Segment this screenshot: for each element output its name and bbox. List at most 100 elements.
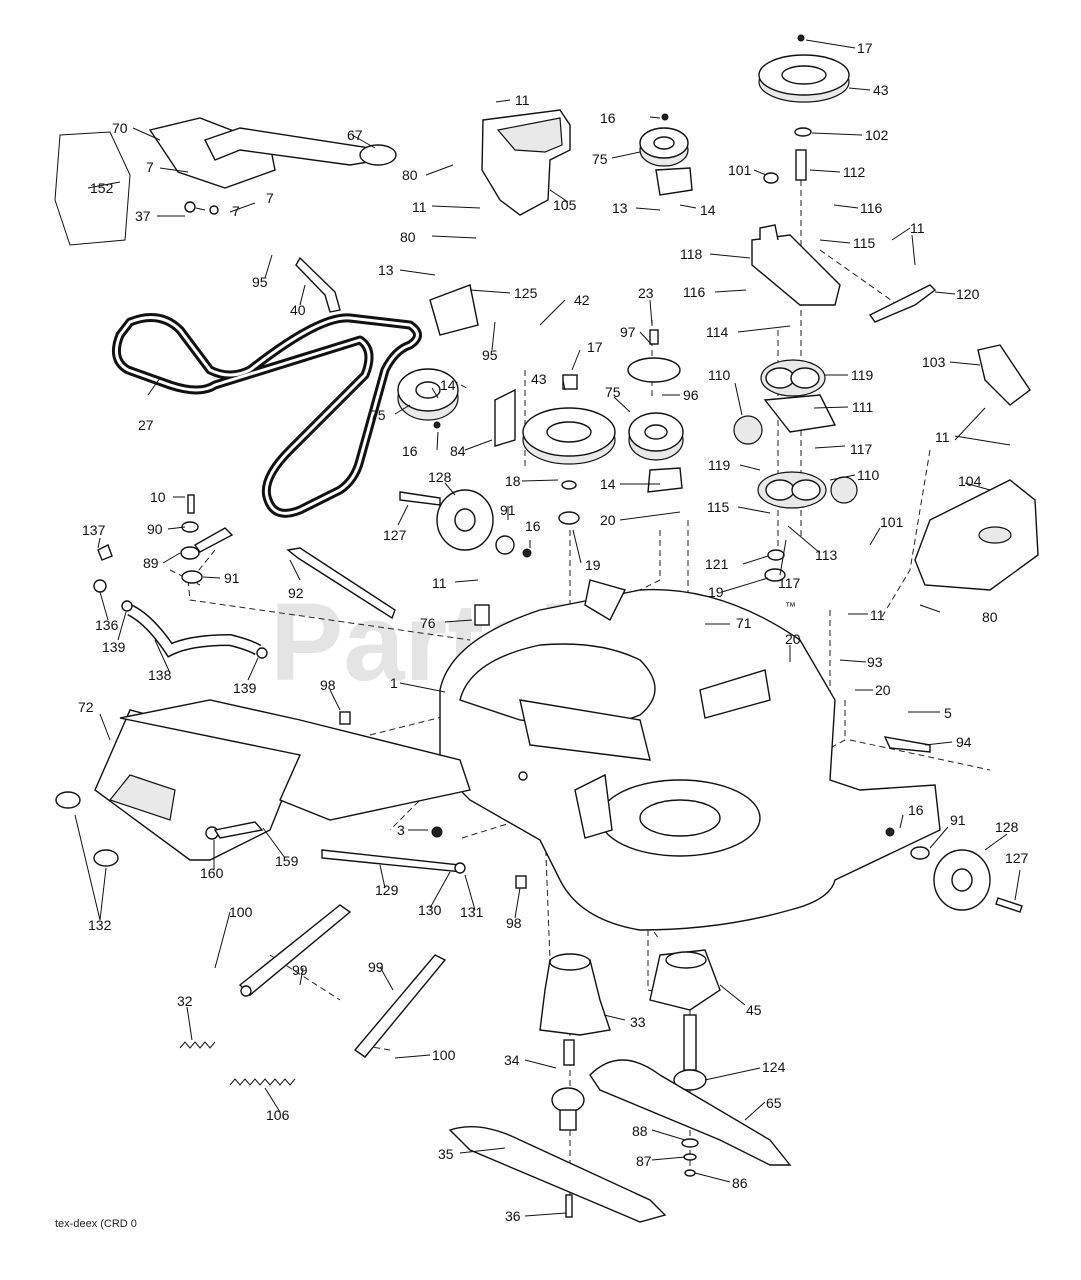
callout-95: 95: [482, 347, 498, 363]
callout-19: 19: [708, 584, 724, 600]
callout-36: 36: [505, 1208, 521, 1224]
callout-105: 105: [553, 197, 577, 213]
callout-89: 89: [143, 555, 159, 571]
callout-159: 159: [275, 853, 299, 869]
callout-71: 71: [736, 615, 752, 631]
rod-92: [286, 547, 396, 620]
bracket-125: [429, 284, 479, 336]
callout-121: 121: [705, 556, 729, 572]
callout-136: 136: [95, 617, 119, 633]
callout-115: 115: [853, 235, 876, 251]
callout-80: 80: [400, 229, 416, 245]
callout-33: 33: [630, 1014, 646, 1030]
blade-35: [448, 1125, 667, 1223]
callout-40: 40: [290, 302, 306, 318]
arm-99-lower: [353, 954, 447, 1058]
callout-106: 106: [266, 1107, 290, 1123]
callout-11: 11: [935, 429, 950, 445]
callout-14: 14: [440, 377, 456, 393]
idler-75-left: [397, 368, 459, 429]
callout-101: 101: [880, 514, 904, 530]
callout-139: 139: [233, 680, 257, 696]
callout-7: 7: [266, 190, 274, 206]
callout-42: 42: [574, 292, 590, 308]
callout-11: 11: [910, 220, 925, 236]
callout-116: 116: [860, 200, 883, 216]
callout-137: 137: [82, 522, 106, 538]
callout-90: 90: [147, 521, 163, 537]
callout-18: 18: [505, 473, 521, 489]
callout-11: 11: [515, 92, 530, 108]
callout-95: 95: [252, 274, 268, 290]
link-40: [295, 256, 341, 313]
callout-120: 120: [956, 286, 980, 302]
gauge-wheel-128-top: [399, 489, 532, 558]
bracket-94: [883, 736, 931, 753]
lift-arm-assembly: [54, 117, 397, 246]
callout-17: 17: [587, 339, 603, 355]
callout-1: 1: [390, 675, 398, 691]
callout-98: 98: [320, 677, 336, 693]
callout-43: 43: [873, 82, 889, 98]
callout-70: 70: [112, 120, 128, 136]
cover-104: [914, 479, 1039, 591]
arm-99-upper: [238, 904, 352, 996]
callout-87: 87: [636, 1153, 652, 1169]
parts: [54, 34, 1039, 1223]
callout-127: 127: [1005, 850, 1029, 866]
callout-72: 72: [78, 699, 94, 715]
callout-20: 20: [785, 631, 801, 647]
callout-16: 16: [525, 518, 541, 534]
callout-43: 43: [531, 371, 547, 387]
callout-75: 75: [370, 407, 386, 423]
callout-110: 110: [708, 367, 731, 383]
callout-37: 37: [135, 208, 151, 224]
callout-13: 13: [612, 200, 628, 216]
callout-129: 129: [375, 882, 399, 898]
callout-115: 115: [707, 499, 730, 515]
callout-98: 98: [506, 915, 522, 931]
pulley-43-top: [758, 34, 850, 184]
callout-138: 138: [148, 667, 172, 683]
pulley-97-idler-75: [627, 329, 684, 493]
callout-92: 92: [288, 585, 304, 601]
callout-84: 84: [450, 443, 466, 459]
callout-23: 23: [638, 285, 654, 301]
gearbox: [733, 359, 858, 582]
callout-94: 94: [956, 734, 972, 750]
callout-114: 114: [706, 324, 729, 340]
callout-32: 32: [177, 993, 193, 1009]
callout-14: 14: [600, 476, 616, 492]
callout-128: 128: [428, 469, 452, 485]
callout-103: 103: [922, 354, 946, 370]
hardware-10-89-91: [180, 494, 234, 584]
blade-65: [589, 1059, 792, 1166]
callout-124: 124: [762, 1059, 786, 1075]
callout-16: 16: [908, 802, 924, 818]
spring-32: [179, 1041, 216, 1049]
callout-96: 96: [683, 387, 699, 403]
callout-131: 131: [460, 904, 484, 920]
bracket-84: [494, 388, 516, 447]
callout-132: 132: [88, 917, 112, 933]
callout-113: 113: [815, 547, 838, 563]
callout-76: 76: [420, 615, 436, 631]
callout-67: 67: [347, 127, 363, 143]
callout-13: 13: [378, 262, 394, 278]
callout-35: 35: [438, 1146, 454, 1162]
spindle-45: [649, 949, 721, 1091]
callout-119: 119: [708, 457, 731, 473]
callout-75: 75: [592, 151, 608, 167]
spindle-33: [539, 953, 611, 1131]
callout-127: 127: [383, 527, 407, 543]
chute-72: [94, 699, 471, 861]
callout-3: 3: [397, 822, 405, 838]
leader-lines: [74, 39, 1021, 1217]
callout-91: 91: [500, 502, 516, 518]
callout-119: 119: [851, 367, 874, 383]
callout-112: 112: [843, 164, 866, 180]
callout-16: 16: [402, 443, 418, 459]
callout-116: 116: [683, 284, 706, 300]
callout-88: 88: [632, 1123, 648, 1139]
